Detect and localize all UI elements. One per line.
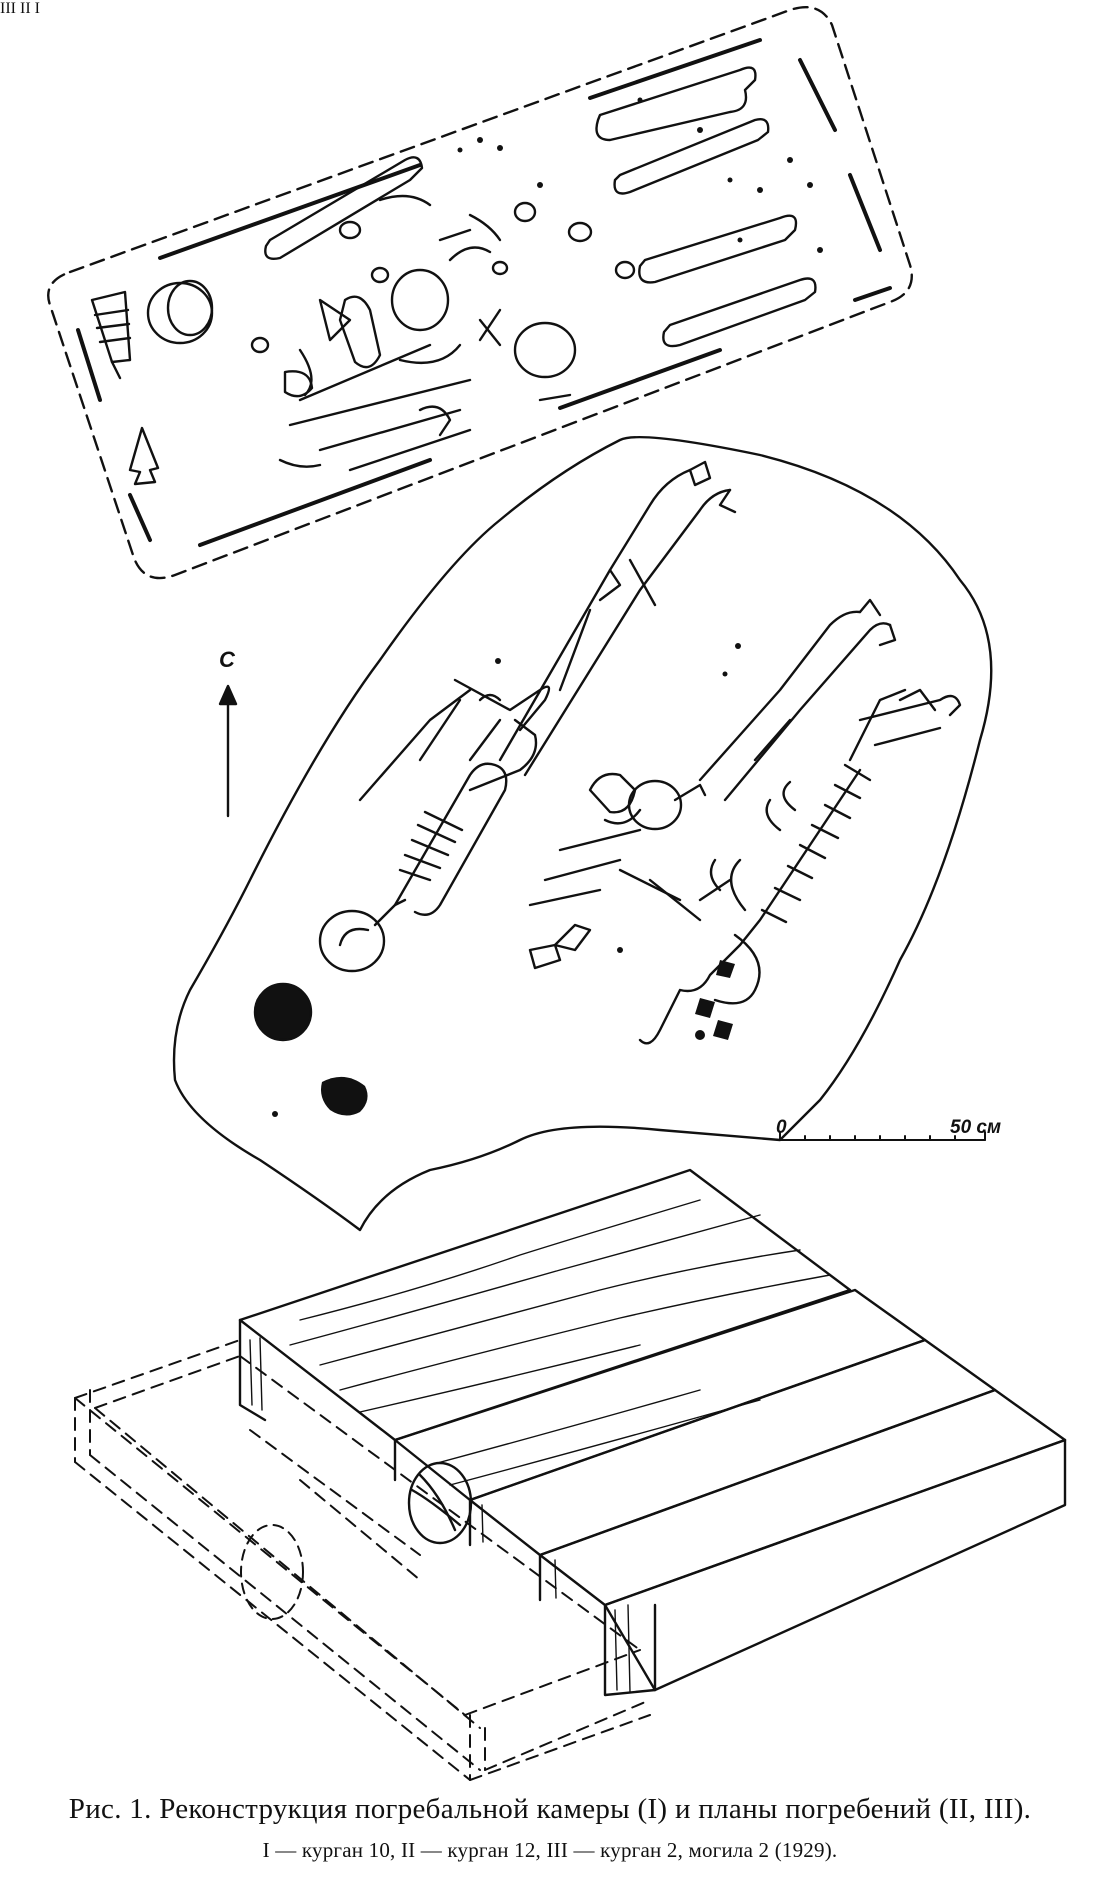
reconstruction-I-label: I bbox=[34, 0, 40, 17]
arrowhead-III bbox=[128, 426, 160, 486]
small-dots-III bbox=[457, 97, 823, 253]
plan-III-label: III bbox=[0, 0, 16, 17]
vessel-II bbox=[253, 982, 313, 1042]
scale-bar bbox=[779, 1131, 986, 1141]
burial-chamber-reconstruction-I bbox=[74, 1168, 1067, 1781]
figure-caption: Рис. 1. Реконструкция погребальной камер… bbox=[68, 1793, 1032, 1825]
ornament-II bbox=[321, 960, 735, 1116]
skeleton-2-II bbox=[528, 598, 897, 952]
small-dots-II bbox=[272, 643, 741, 1117]
pit-outline-II bbox=[172, 435, 993, 1232]
long-bones-III bbox=[264, 66, 817, 348]
bone-fragment-II bbox=[528, 943, 562, 970]
north-arrow-label: С bbox=[219, 647, 235, 672]
dashed-frame-I bbox=[74, 1339, 651, 1781]
vessel-III bbox=[146, 279, 214, 345]
skeleton-3-II bbox=[638, 688, 962, 1045]
dashed-log-I bbox=[240, 1524, 304, 1620]
scale-zero-label: 0 bbox=[776, 1117, 787, 1138]
north-arrow bbox=[218, 684, 238, 818]
comb-object-III bbox=[90, 290, 132, 380]
wood-grain-I bbox=[249, 1199, 831, 1693]
burial-plan-III bbox=[47, 5, 913, 580]
skeleton-1-II bbox=[318, 460, 737, 973]
wall-traces-III bbox=[76, 38, 892, 547]
scale-fifty-label: 50 см bbox=[950, 1117, 1002, 1138]
plan-II-label: II bbox=[19, 0, 31, 17]
figure-caption-subtitle: I — курган 10, II — курган 12, III — кур… bbox=[262, 1838, 838, 1862]
burial-plan-II bbox=[172, 435, 993, 1232]
pit-outline-III bbox=[47, 5, 913, 580]
scattered-bones-III bbox=[250, 194, 636, 472]
planks-I bbox=[238, 1168, 1067, 1697]
